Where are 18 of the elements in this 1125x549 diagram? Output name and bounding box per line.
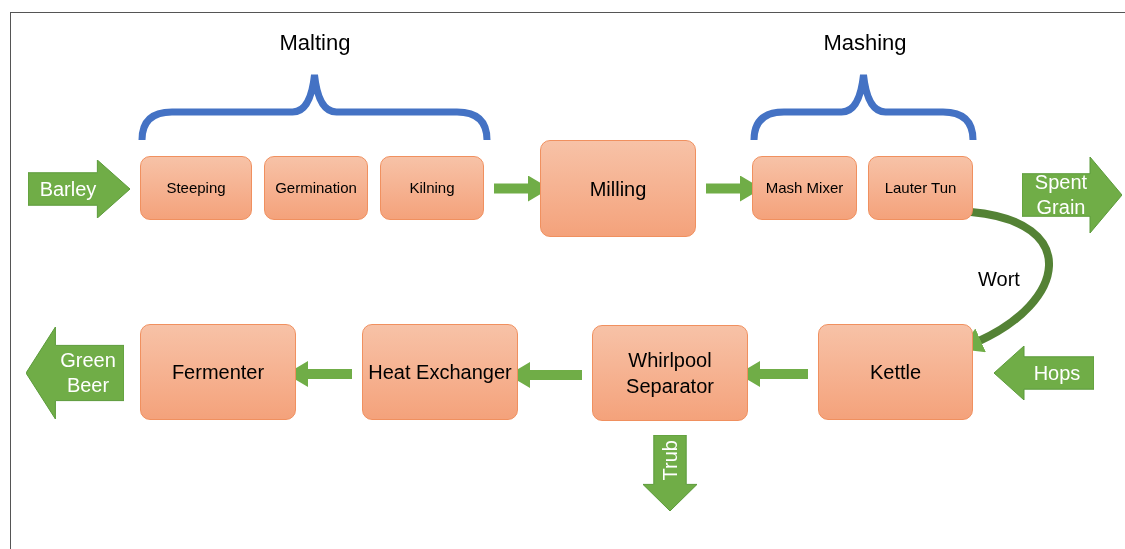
block-arrow: Hops [994,346,1094,400]
process-box: Germination [264,156,368,220]
process-box: Milling [540,140,696,237]
edge-label: Wort [976,269,1022,289]
process-box: Kilning [380,156,484,220]
block-arrow: Barley [28,160,130,218]
process-box: Mash Mixer [752,156,857,220]
process-box: Steeping [140,156,252,220]
group-heading: Mashing [823,30,907,55]
block-arrow: Spent Grain [1022,157,1122,233]
block-arrow: Green Beer [26,327,124,419]
process-box: Lauter Tun [868,156,973,220]
process-box: Kettle [818,324,973,420]
block-arrow: Trub [643,435,697,511]
group-heading: Malting [279,30,351,55]
process-box: Whirlpool Separator [592,325,748,421]
process-box: Fermenter [140,324,296,420]
process-box: Heat Exchanger [362,324,518,420]
